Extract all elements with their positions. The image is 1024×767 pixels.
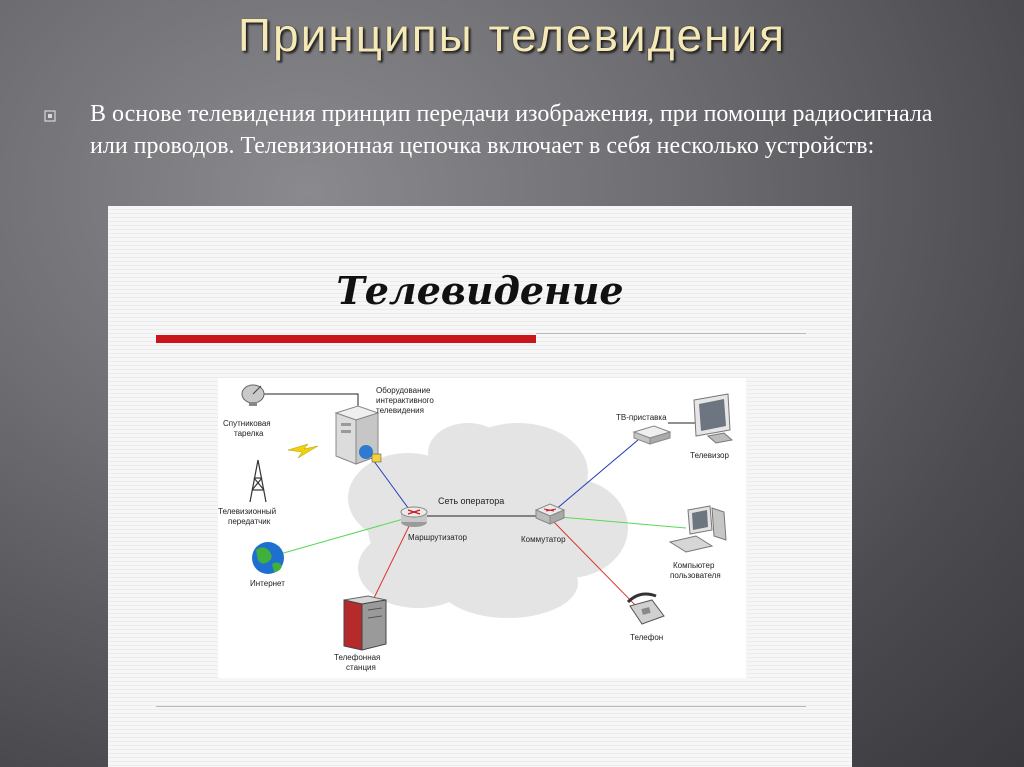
picture-title: Телевидение	[336, 268, 624, 313]
cloud-label: Сеть оператора	[438, 496, 504, 506]
transmitter-label-2: передатчик	[228, 517, 271, 526]
satellite-link	[256, 393, 359, 406]
switch-phone-link	[547, 515, 639, 609]
satellite-label-2: тарелка	[234, 429, 264, 438]
satellite-dish-icon	[241, 384, 265, 406]
bottom-divider-line	[156, 706, 806, 707]
switch-stb-link	[547, 439, 639, 517]
equipment-label-2: интерактивного	[376, 396, 434, 405]
lightning-icon	[287, 443, 319, 459]
router-label: Маршрутизатор	[408, 533, 468, 542]
transmitter-tower-icon	[249, 459, 267, 503]
equipment-label-1: Оборудование	[376, 386, 431, 395]
computer-icon	[668, 505, 727, 553]
satellite-label-1: Спутниковая	[223, 419, 271, 428]
transmitter-label-1: Телевизионный	[218, 507, 276, 516]
stb-label: ТВ-приставка	[616, 413, 667, 422]
phone-label: Телефон	[630, 633, 663, 642]
tv-network-picture: Телевидение Сеть оператора	[108, 206, 852, 767]
network-links	[256, 393, 698, 609]
switch-icon	[534, 503, 566, 525]
slide-body-text: В основе телевидения принцип передачи из…	[90, 101, 933, 159]
tv-icon	[693, 393, 734, 444]
internet-label: Интернет	[250, 579, 285, 588]
switch-label: Коммутатор	[521, 535, 566, 544]
internet-router-link	[272, 515, 415, 557]
tv-label: Телевизор	[690, 451, 729, 460]
globe-icon	[252, 542, 284, 574]
telephone-icon	[626, 592, 665, 625]
equipment-router-link	[367, 452, 415, 517]
square-bullet-icon	[44, 110, 56, 122]
router-icon	[400, 506, 428, 527]
network-diagram: Сеть оператора Спутниковая тарелка	[218, 378, 746, 678]
divider-line	[536, 333, 806, 334]
exchange-label-1: Телефонная	[334, 653, 380, 662]
iptv-equipment-icon	[334, 405, 382, 465]
pc-label-1: Компьютер	[673, 561, 715, 570]
router-exchange-link	[372, 515, 415, 601]
operator-network-cloud	[348, 423, 628, 618]
set-top-box-icon	[632, 425, 672, 445]
equipment-label-3: телевидения	[376, 406, 424, 415]
pc-label-2: пользователя	[670, 571, 721, 580]
telephone-exchange-icon	[343, 595, 387, 651]
network-diagram-svg: Сеть оператора Спутниковая тарелка	[218, 384, 734, 672]
exchange-label-2: станция	[346, 663, 376, 672]
slide-title: Принципы телевидения	[237, 9, 787, 61]
switch-pc-link	[547, 515, 687, 529]
red-accent-bar	[156, 335, 536, 343]
